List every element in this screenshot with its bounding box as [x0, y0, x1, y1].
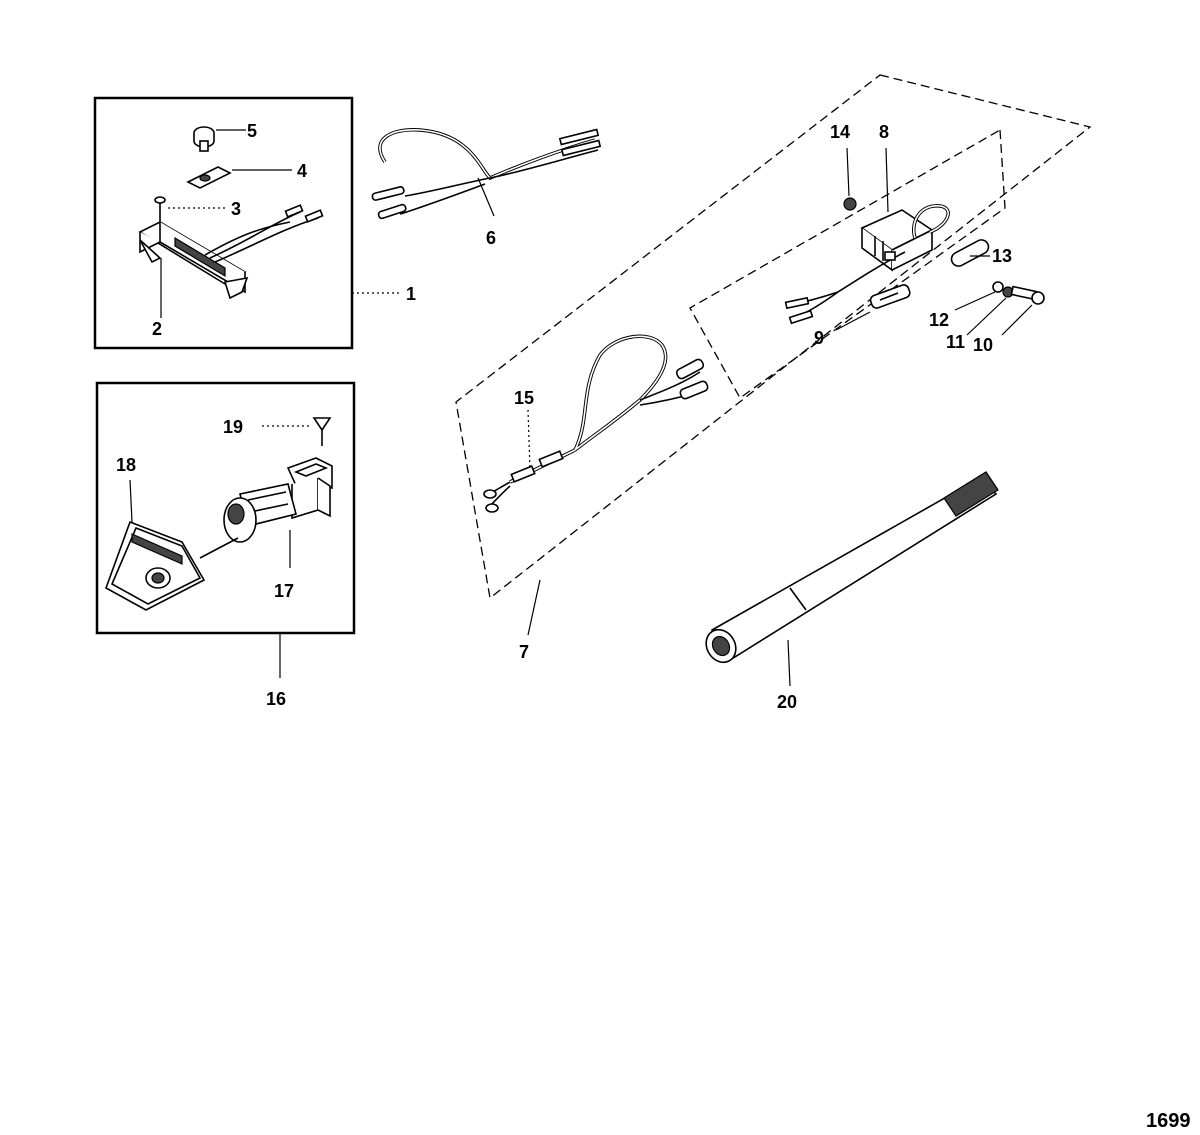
- callout-3: 3: [231, 199, 241, 219]
- leader-8: [885, 147, 889, 213]
- harness-6-icon: [371, 128, 602, 220]
- leader-9: [835, 311, 871, 331]
- leader-20: [787, 639, 791, 687]
- harness-15-icon: [483, 334, 709, 513]
- callout-6: 6: [486, 228, 496, 248]
- kit-7-outline: [455, 74, 1092, 600]
- tube-20-icon: [705, 471, 999, 664]
- callout-17: 17: [274, 581, 294, 601]
- callout-14: 14: [830, 122, 850, 142]
- nut-14-icon: [843, 197, 857, 211]
- leader-15: [527, 409, 531, 471]
- washer-12-icon: [992, 281, 1004, 293]
- callout-18: 18: [116, 455, 136, 475]
- callout-9: 9: [814, 328, 824, 348]
- leader-14: [846, 147, 850, 197]
- plate-18-icon: [105, 520, 206, 611]
- cover-13-icon: [950, 239, 990, 267]
- leader-12: [954, 291, 996, 311]
- callout-20: 20: [777, 692, 797, 712]
- screw-5-icon: [193, 126, 215, 152]
- assembly-box-16: [95, 381, 356, 635]
- callout-10: 10: [973, 335, 993, 355]
- receptacle-17-icon: [223, 457, 333, 543]
- assembly-box-1: [93, 96, 354, 350]
- callout-13: 13: [992, 246, 1012, 266]
- callout-4: 4: [297, 161, 307, 181]
- callout-7: 7: [519, 642, 529, 662]
- callout-15: 15: [514, 388, 534, 408]
- callout-12: 12: [929, 310, 949, 330]
- callout-5: 5: [247, 121, 257, 141]
- leader-11: [966, 297, 1007, 336]
- leader-10: [1001, 304, 1033, 336]
- callout-8: 8: [879, 122, 889, 142]
- leader-18: [129, 479, 133, 523]
- screw-10-icon: [1010, 285, 1045, 305]
- callout-1: 1: [406, 284, 416, 304]
- callout-2: 2: [152, 319, 162, 339]
- screw-3-icon: [154, 196, 166, 226]
- callout-11: 11: [946, 332, 965, 352]
- leader-6: [477, 177, 495, 217]
- screw-19-icon: [312, 417, 332, 446]
- callout-16: 16: [266, 689, 286, 709]
- relay-8-icon: [784, 204, 950, 325]
- figure-number: 1699: [1146, 1110, 1191, 1132]
- leader-17b: [199, 537, 239, 559]
- plug-2-icon: [138, 204, 324, 300]
- leader-7: [527, 579, 541, 636]
- fuse-9-icon: [869, 284, 911, 309]
- callout-19: 19: [223, 417, 243, 437]
- clamp-4-icon: [186, 166, 232, 189]
